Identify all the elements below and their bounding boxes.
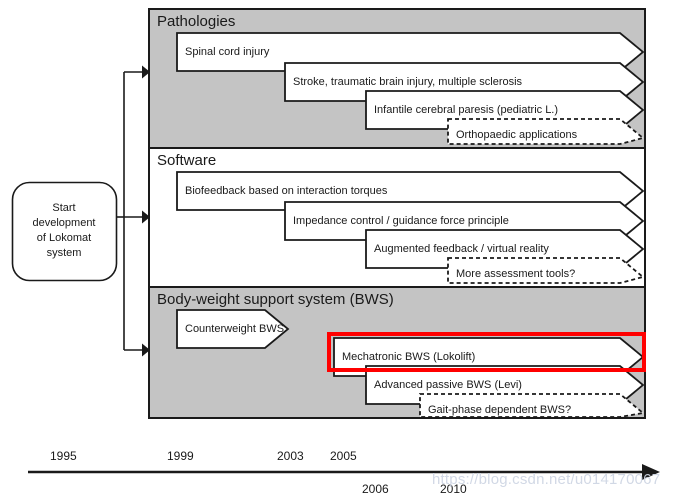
timeline-year-2003: 2003: [277, 449, 304, 463]
chevron-biofeedback-interaction-torques[interactable]: [176, 171, 645, 211]
chevron-label-mechatronic-bws-lokolift: Mechatronic BWS (Lokolift): [342, 351, 476, 363]
chevron-label-biofeedback-interaction-torques: Biofeedback based on interaction torques: [185, 185, 388, 197]
chevron-label-advanced-passive-bws-levi: Advanced passive BWS (Levi): [374, 379, 522, 391]
chevron-label-gait-phase-dependent-bws: Gait-phase dependent BWS?: [428, 404, 572, 416]
chevron-label-stroke-tbi-ms: Stroke, traumatic brain injury, multiple…: [293, 76, 523, 88]
timeline-year-1999: 1999: [167, 449, 194, 463]
chevron-spinal-cord-injury[interactable]: [176, 32, 645, 72]
chevron-label-counterweight-bws: Counterweight BWS: [185, 323, 285, 335]
chevron-orthopaedic-applications[interactable]: [447, 118, 645, 145]
start-node-label: Start development of Lokomat system: [12, 182, 116, 280]
highlight-box-mechatronic-bws: [327, 332, 646, 372]
start-node-line-1: Start: [52, 202, 76, 214]
chevron-more-assessment-tools[interactable]: [447, 257, 645, 284]
connector-arrowheads: [142, 65, 150, 357]
chevron-counterweight-bws[interactable]: [176, 309, 290, 349]
chevron-label-more-assessment-tools: More assessment tools?: [456, 268, 576, 280]
chevron-label-infantile-cerebral-paresis: Infantile cerebral paresis (pediatric L.…: [374, 104, 559, 116]
chevron-gait-phase-dependent-bws[interactable]: [419, 393, 646, 418]
timeline-year-1995: 1995: [50, 449, 77, 463]
section-title-pathologies: Pathologies: [157, 13, 236, 30]
timeline-year-2005: 2005: [330, 449, 357, 463]
chevron-label-spinal-cord-injury: Spinal cord injury: [185, 46, 270, 58]
connector-bracket: [116, 71, 142, 351]
timeline-axis: [28, 464, 660, 480]
chevron-label-impedance-control: Impedance control / guidance force princ…: [293, 215, 509, 227]
section-title-bws: Body-weight support system (BWS): [157, 291, 394, 308]
section-title-software: Software: [157, 152, 217, 169]
start-node-shape: [11, 181, 118, 282]
start-node-line-2: development: [32, 217, 96, 229]
timeline-year-2010: 2010: [440, 482, 467, 496]
start-node-line-3: of Lokomat: [36, 232, 92, 244]
chevron-label-orthopaedic-applications: Orthopaedic applications: [456, 129, 578, 141]
timeline-year-2006: 2006: [362, 482, 389, 496]
start-node-line-4: system: [46, 247, 82, 259]
timeline-arrowhead: [642, 464, 660, 480]
chevron-label-augmented-feedback-vr: Augmented feedback / virtual reality: [374, 243, 549, 255]
